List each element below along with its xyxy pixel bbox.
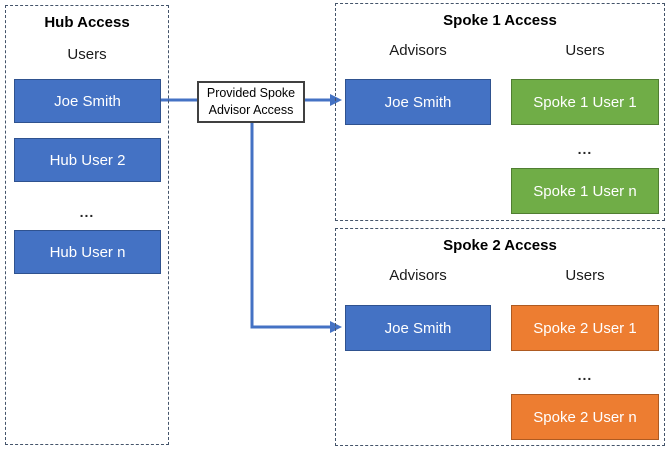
spoke1-users-column-label: Users [565, 42, 605, 59]
hub-access-title: Hub Access [44, 14, 130, 31]
hub-user-2: Hub User 2 [14, 138, 161, 182]
spoke2-access-group: Spoke 2 Access Advisors Users Joe Smith … [335, 228, 665, 446]
spoke2-user-1: Spoke 2 User 1 [511, 305, 659, 351]
spoke2-advisor-joe-smith: Joe Smith [345, 305, 491, 351]
spoke1-advisor-joe-smith: Joe Smith [345, 79, 491, 125]
hub-user-joe-smith: Joe Smith [14, 79, 161, 123]
spoke1-users-ellipsis: ... [577, 141, 593, 157]
hub-users-column-label: Users [67, 46, 107, 63]
spoke1-user-1: Spoke 1 User 1 [511, 79, 659, 125]
hub-users-ellipsis: ... [79, 204, 95, 220]
spoke2-access-title: Spoke 2 Access [443, 237, 557, 254]
connector-label-line2: Advisor Access [208, 103, 294, 117]
spoke1-user-n: Spoke 1 User n [511, 168, 659, 214]
spoke1-access-title: Spoke 1 Access [443, 12, 557, 29]
connector-label-line1: Provided Spoke [206, 86, 296, 101]
spoke2-users-column-label: Users [565, 267, 605, 284]
spoke1-advisors-column-label: Advisors [389, 42, 447, 59]
spoke2-user-n: Spoke 2 User n [511, 394, 659, 440]
arrow-hub-to-spoke2-line [250, 122, 331, 329]
spoke2-users-ellipsis: ... [577, 367, 593, 383]
spoke1-access-group: Spoke 1 Access Advisors Users Joe Smith … [335, 3, 665, 221]
hub-access-group: Hub Access Users Joe Smith Hub User 2 ..… [5, 5, 169, 445]
hub-user-n: Hub User n [14, 230, 161, 274]
spoke2-advisors-column-label: Advisors [389, 267, 447, 284]
connector-label-provided-spoke-advisor-access: Provided Spoke Advisor Access [197, 81, 305, 123]
